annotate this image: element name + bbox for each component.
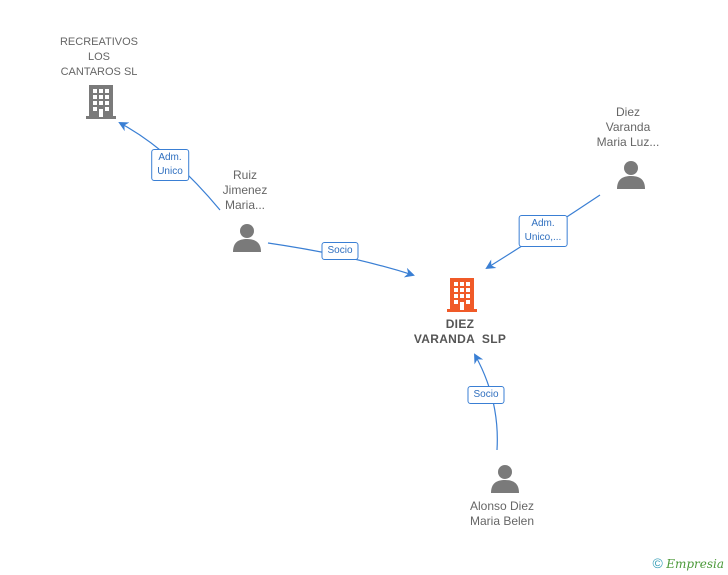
copyright-icon: © <box>652 555 663 571</box>
building-icon[interactable] <box>85 84 117 120</box>
person-icon[interactable] <box>490 463 520 493</box>
node-label-diez-luz: Diez Varanda Maria Luz... <box>596 105 660 149</box>
person-icon[interactable] <box>232 222 262 252</box>
node-label-center: DIEZ VARANDA SLP <box>413 317 507 346</box>
node-label-ruiz: Ruiz Jimenez Maria... <box>222 168 268 212</box>
edge-label-socio[interactable]: Socio <box>321 242 359 260</box>
edge-label-socio[interactable]: Socio <box>467 386 505 404</box>
brand-name: Empresia <box>666 557 724 571</box>
node-label-alonso: Alonso Diez Maria Belen <box>469 499 535 528</box>
edge-label-adm-unico[interactable]: Adm. Unico <box>151 149 189 181</box>
footer-brand: © Empresia <box>653 555 724 571</box>
edge-label-adm-unico-etc[interactable]: Adm. Unico,... <box>518 215 568 247</box>
node-label-recreativos: RECREATIVOS LOS CANTAROS SL <box>59 36 139 78</box>
building-icon-highlighted[interactable] <box>446 277 478 313</box>
person-icon[interactable] <box>616 159 646 189</box>
